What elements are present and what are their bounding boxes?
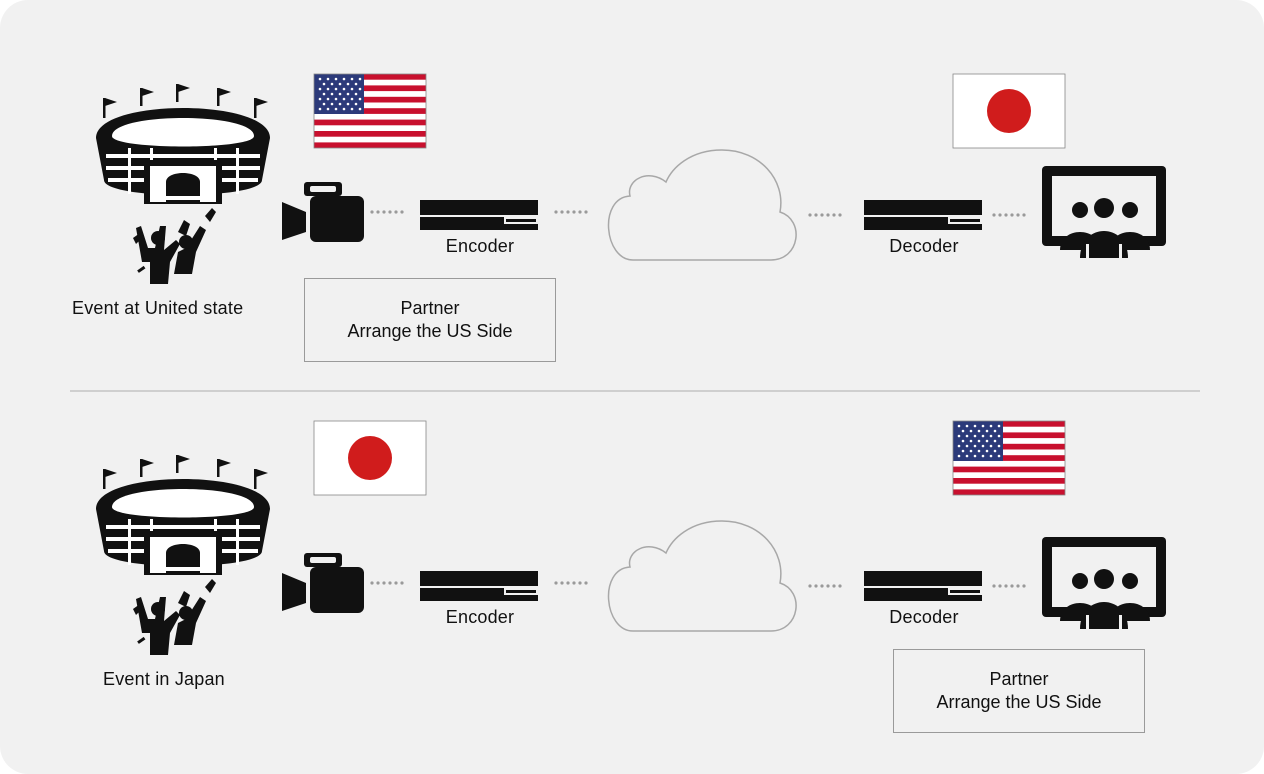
usa-flag-icon [952, 420, 1066, 496]
japan-flag-icon [313, 420, 427, 496]
section-divider [70, 390, 1200, 392]
section-japan-event [96, 420, 1166, 655]
connector-dots [370, 581, 1026, 588]
decoder-device-icon [864, 571, 982, 601]
decoder-label: Decoder [889, 607, 959, 627]
partner-box-subtitle: Arrange the US Side [347, 321, 513, 341]
event-label: Event at United state [72, 298, 244, 318]
usa-flag-icon [313, 73, 427, 149]
encoder-label: Encoder [445, 607, 515, 627]
event-label: Event in Japan [103, 669, 225, 689]
audience-screen-icon [1042, 166, 1166, 258]
connector-dots [370, 210, 1026, 217]
partner-box-subtitle: Arrange the US Side [936, 692, 1102, 712]
partner-box-title: Partner [989, 669, 1049, 689]
encoder-label: Encoder [445, 236, 515, 256]
encoder-device-icon [420, 200, 538, 230]
section-us-event [96, 73, 1166, 284]
decoder-device-icon [864, 200, 982, 230]
partner-box: Partner Arrange the US Side [893, 649, 1145, 733]
japan-flag-icon [952, 73, 1066, 149]
decoder-label: Decoder [889, 236, 959, 256]
partner-box-title: Partner [400, 298, 460, 318]
audience-screen-icon [1042, 537, 1166, 629]
encoder-device-icon [420, 571, 538, 601]
partner-box: Partner Arrange the US Side [304, 278, 556, 362]
